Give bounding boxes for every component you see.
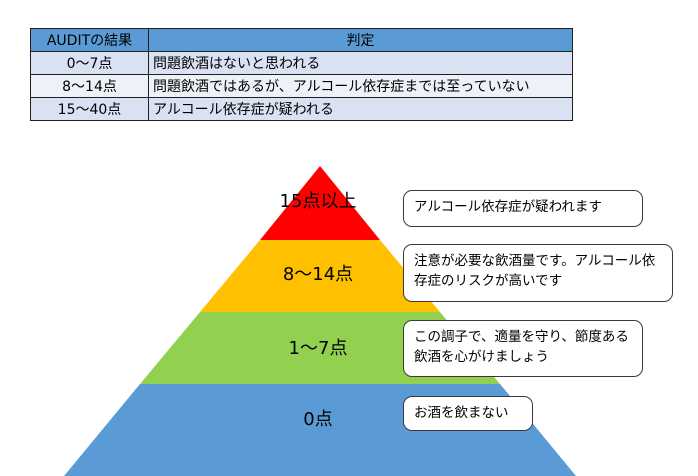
- note-callout-lower-middle: この調子で、適量を守り、節度ある飲酒を心がけましょう: [403, 320, 643, 377]
- judgment-cell: アルコール依存症が疑われる: [148, 97, 573, 121]
- score-cell: 0～7点: [30, 51, 149, 75]
- header-audit-result: AUDITの結果: [30, 28, 149, 52]
- note-callout-base: お酒を飲まない: [403, 396, 533, 431]
- tier-label-upper-middle: 8～14点: [282, 264, 354, 285]
- score-cell: 8～14点: [30, 74, 149, 98]
- table-row: 15～40点 アルコール依存症が疑われる: [30, 97, 573, 121]
- tier-label-top: 15点以上: [279, 191, 357, 212]
- table-row: 0～7点 問題飲酒はないと思われる: [30, 51, 573, 75]
- audit-result-table: AUDITの結果 判定 0～7点 問題飲酒はないと思われる 8～14点 問題飲酒…: [30, 28, 573, 121]
- note-callout-upper-middle: 注意が必要な飲酒量です。アルコール依存症のリスクが高いです: [403, 244, 673, 302]
- tier-label-lower-middle: 1～7点: [288, 338, 348, 359]
- score-cell: 15～40点: [30, 97, 149, 121]
- judgment-cell: 問題飲酒はないと思われる: [148, 51, 573, 75]
- pyramid-tier-top: [260, 166, 380, 240]
- tier-label-base: 0点: [303, 409, 333, 430]
- pyramid-tier-upper-middle: [200, 240, 440, 312]
- note-callout-top: アルコール依存症が疑われます: [403, 190, 643, 227]
